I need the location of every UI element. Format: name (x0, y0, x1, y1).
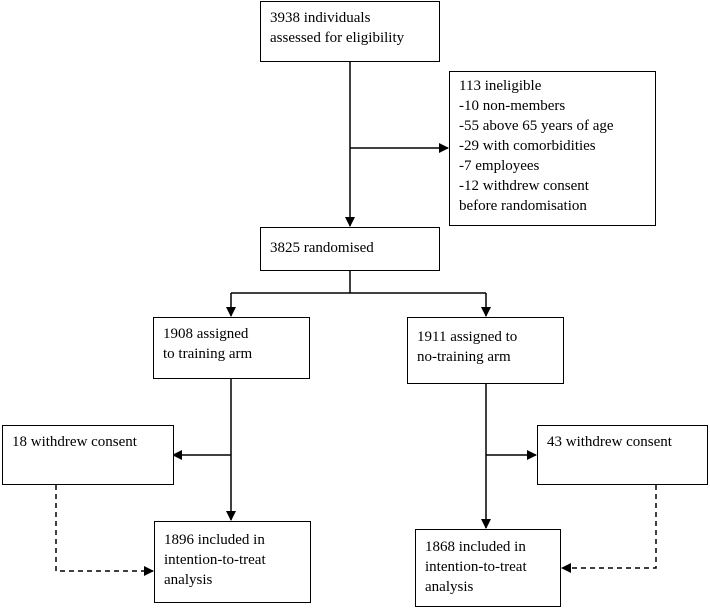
no-training-itt-box: 1868 included in intention-to-treat anal… (415, 529, 561, 607)
box-line: to training arm (163, 346, 253, 362)
box-line: analysis (425, 579, 474, 595)
box-line: 1908 assigned (163, 326, 249, 342)
box-line: -55 above 65 years of age (459, 118, 614, 134)
box-line: intention-to-treat (164, 552, 266, 568)
box-line: no-training arm (417, 349, 511, 365)
training-withdrew-box: 18 withdrew consent (2, 425, 174, 485)
box-line: -10 non-members (459, 98, 566, 114)
dashed-no-training-withdrew-to-itt (561, 485, 657, 573)
box-line: -12 withdrew consent (459, 178, 589, 194)
randomised-box: 3825 randomised (260, 227, 440, 271)
box-line: assessed for eligibility (270, 30, 405, 46)
box-line: 1911 assigned to (417, 329, 518, 345)
box-line: 3938 individuals (270, 10, 371, 26)
dashed-training-withdrew-to-itt (55, 485, 154, 576)
box-line: 3825 randomised (270, 240, 374, 256)
box-line: before randomisation (459, 198, 587, 214)
box-line: 113 ineligible (459, 78, 542, 94)
training-itt-box: 1896 included in intention-to-treat anal… (154, 521, 311, 603)
box-line: 43 withdrew consent (547, 434, 672, 450)
eligibility-box: 3938 individuals assessed for eligibilit… (260, 1, 440, 62)
no-training-withdrew-box: 43 withdrew consent (537, 425, 708, 485)
training-arm-box: 1908 assigned to training arm (153, 317, 310, 379)
ineligible-box: 113 ineligible -10 non-members -55 above… (449, 71, 656, 226)
no-training-arm-box: 1911 assigned to no-training arm (407, 317, 564, 384)
box-line: intention-to-treat (425, 559, 527, 575)
box-line: -29 with comorbidities (459, 138, 596, 154)
box-line: 1868 included in (425, 539, 526, 555)
box-line: 1896 included in (164, 532, 265, 548)
box-line: 18 withdrew consent (12, 434, 137, 450)
box-line: -7 employees (459, 158, 540, 174)
box-line: analysis (164, 572, 213, 588)
